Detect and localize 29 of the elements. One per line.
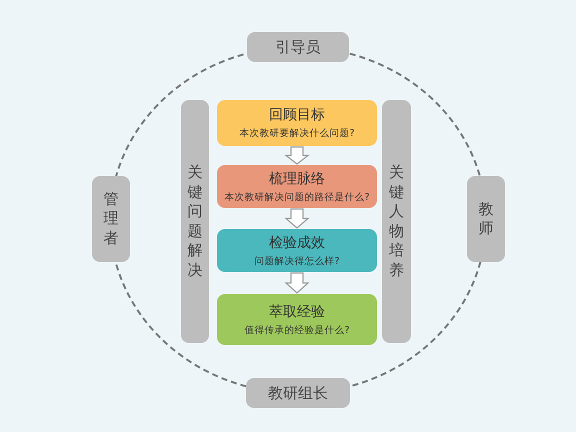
role-box: 教研组长 bbox=[246, 378, 350, 408]
dashed-connector bbox=[350, 52, 482, 178]
step-box bbox=[217, 100, 377, 146]
step-heading: 检验成效 bbox=[269, 234, 325, 252]
dashed-connector bbox=[350, 262, 482, 388]
role-box bbox=[92, 176, 130, 262]
step-box bbox=[217, 165, 377, 208]
dashed-connector bbox=[114, 262, 246, 388]
step-question: 值得传承的经验是什么? bbox=[244, 324, 350, 336]
side-bar bbox=[181, 100, 209, 343]
step-heading: 萃取经验 bbox=[269, 302, 325, 320]
step-heading: 回顾目标 bbox=[269, 106, 325, 124]
dashed-connector bbox=[114, 52, 246, 178]
step-heading: 梳理脉络 bbox=[269, 170, 325, 188]
step-box bbox=[217, 294, 377, 345]
hollow-arrow bbox=[284, 208, 310, 229]
hollow-arrow bbox=[284, 146, 310, 165]
vertical-label: 关键问题解决 bbox=[187, 163, 203, 280]
side-bar bbox=[382, 100, 411, 343]
step-question: 本次教研要解决什么问题? bbox=[239, 127, 355, 140]
hollow-arrow bbox=[284, 272, 310, 294]
vertical-label: 教师 bbox=[478, 200, 494, 238]
vertical-label: 关键人物培养 bbox=[388, 163, 404, 280]
role-box: 引导员 bbox=[247, 32, 349, 62]
role-box bbox=[467, 176, 505, 262]
vertical-label: 管理者 bbox=[103, 190, 119, 248]
step-box bbox=[217, 229, 377, 272]
step-question: 问题解决得怎么样? bbox=[254, 254, 340, 268]
step-question: 本次教研解决问题的路径是什么? bbox=[224, 190, 370, 204]
